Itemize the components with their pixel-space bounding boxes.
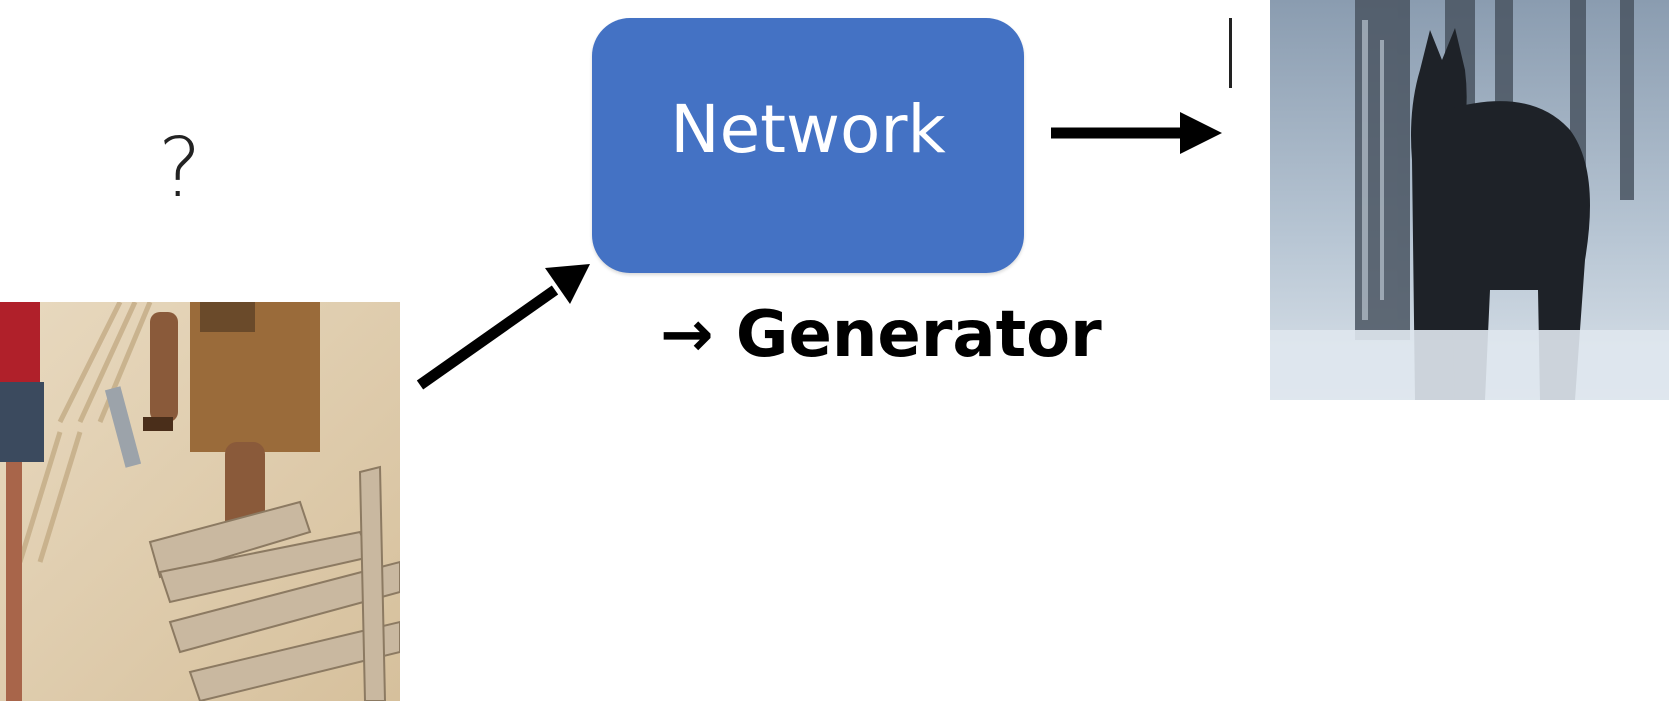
network-box: Network <box>592 18 1024 273</box>
divider-line <box>1229 18 1232 88</box>
input-to-network-arrow <box>416 264 590 390</box>
output-image <box>1270 0 1669 400</box>
generator-label: → Generator <box>660 298 1102 372</box>
network-to-output-arrow <box>1051 112 1222 154</box>
input-image <box>0 302 400 701</box>
question-mark: ? <box>158 121 202 216</box>
network-label: Network <box>670 91 946 168</box>
